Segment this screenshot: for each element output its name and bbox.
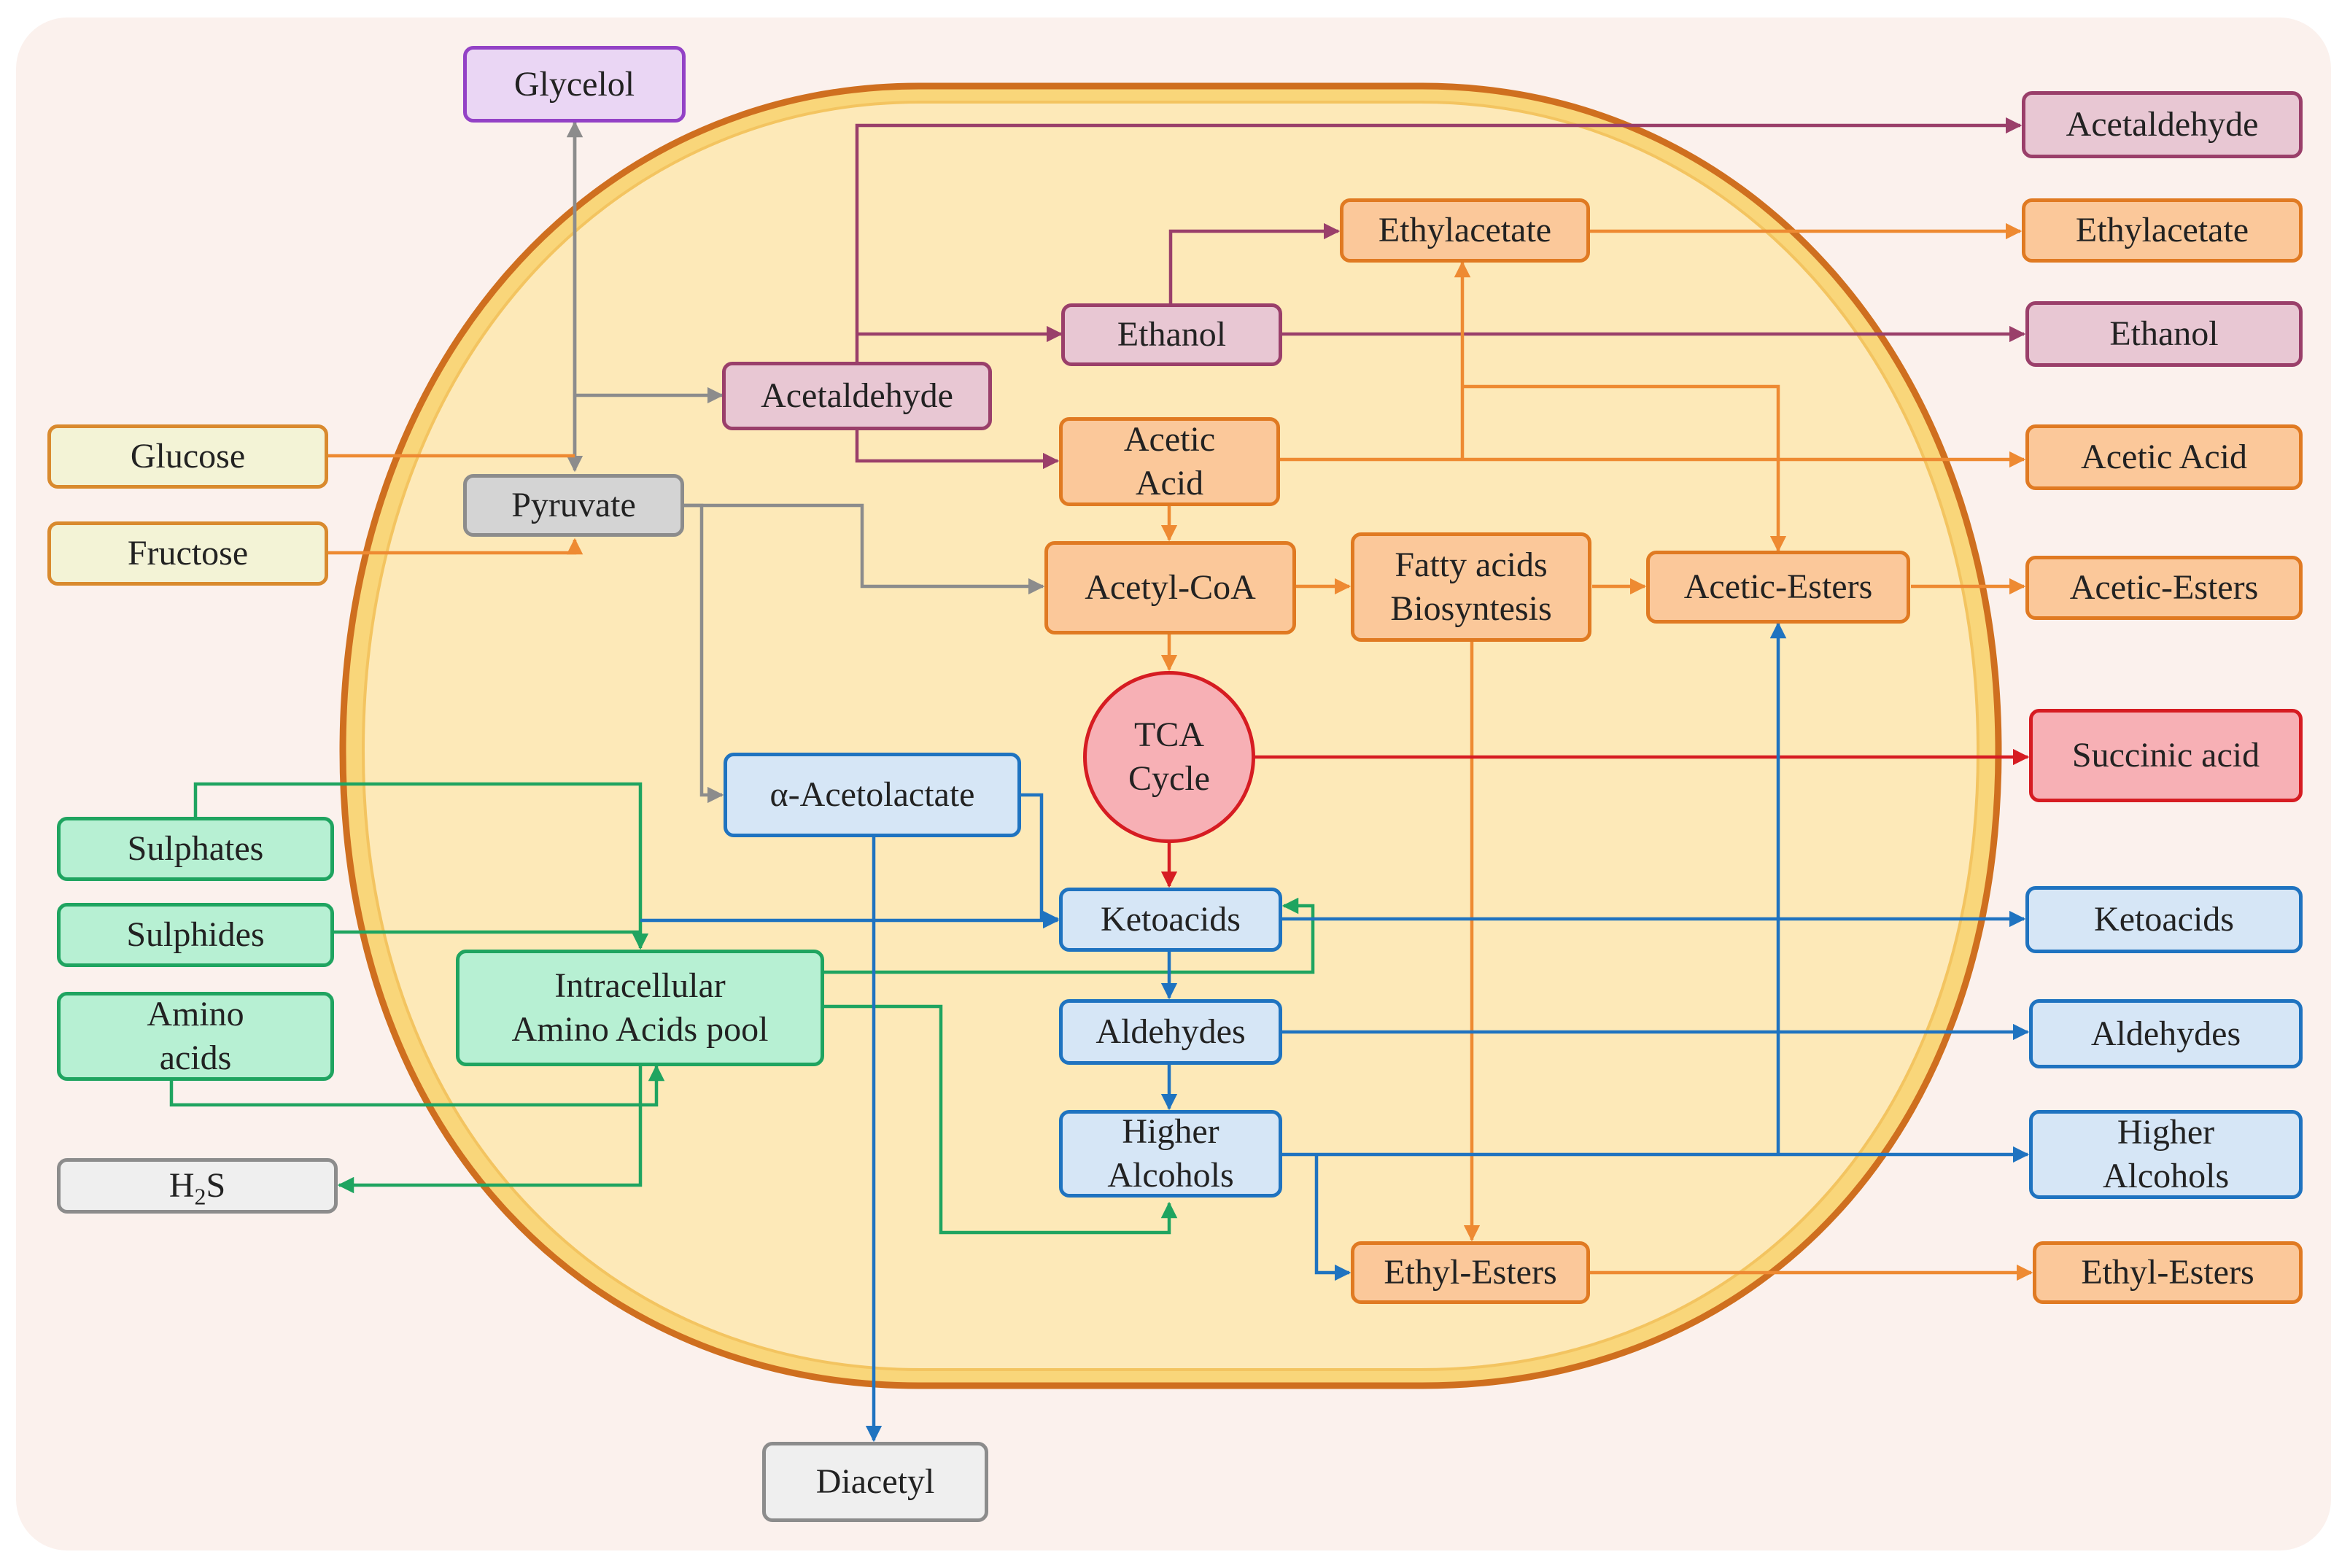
node-ethylacetate-extracellular: Ethylacetate	[2022, 198, 2303, 263]
arrow-pyruvate-to-acetolactate	[684, 503, 724, 804]
node-acetolactate: α-Acetolactate	[724, 753, 1021, 837]
h2s-label: H2S	[168, 1166, 226, 1210]
node-fructose: Fructose	[47, 521, 328, 586]
arrow-pool-to-h2s	[337, 1066, 643, 1194]
node-succinic-acid-extracellular: Succinic acid	[2029, 709, 2303, 802]
node-acetic-acid-intracellular: Acetic Acid	[1059, 417, 1280, 506]
node-amino-acids: Amino acids	[57, 992, 334, 1081]
arrow-acetolactate-to-ketoacids	[1021, 793, 1060, 928]
node-glucose: Glucose	[47, 424, 328, 489]
arrow-pool-to-higher-alcohols	[824, 1004, 1178, 1235]
node-aldehydes-extracellular: Aldehydes	[2029, 999, 2303, 1068]
node-ethanol-intracellular: Ethanol	[1061, 303, 1282, 366]
node-ethylacetate-intracellular: Ethylacetate	[1340, 198, 1590, 263]
arrow-amino-acids-to-pool	[169, 1064, 665, 1107]
node-acetaldehyde-intracellular: Acetaldehyde	[722, 362, 992, 430]
arrow-acetaldehyde-to-acetic-acid	[855, 430, 1060, 470]
node-sulphates: Sulphates	[57, 817, 334, 881]
node-ketoacids-intracellular: Ketoacids	[1059, 888, 1282, 952]
node-ethanol-extracellular: Ethanol	[2025, 301, 2303, 367]
arrow-to-acetic-esters	[1462, 384, 1787, 553]
node-glycelol: Glycelol	[463, 46, 686, 123]
arrow-fructose-to-pyruvate	[327, 537, 583, 555]
node-fatty-acids-biosyntesis: Fatty acids Biosyntesis	[1351, 532, 1591, 642]
arrow-to-acetaldehyde-out	[855, 117, 2023, 362]
node-aldehydes-intracellular: Aldehydes	[1059, 999, 1282, 1065]
node-acetic-esters-extracellular: Acetic-Esters	[2025, 556, 2303, 620]
node-pyruvate: Pyruvate	[463, 474, 684, 537]
arrow-pool-to-ketoacids	[824, 897, 1315, 974]
node-ethyl-esters-intracellular: Ethyl-Esters	[1351, 1241, 1590, 1304]
arrow-pyruvate-to-acetyl-coa	[684, 503, 1045, 595]
arrow-ethanol-to-ethylacetate	[1168, 222, 1341, 303]
node-acetaldehyde-extracellular: Acetaldehyde	[2022, 91, 2303, 158]
arrow-sulphates-to-pool	[193, 782, 649, 950]
node-ethyl-esters-extracellular: Ethyl-Esters	[2033, 1241, 2303, 1304]
node-acetic-acid-extracellular: Acetic Acid	[2025, 424, 2303, 490]
node-diacetyl: Diacetyl	[762, 1442, 988, 1522]
node-ketoacids-extracellular: Ketoacids	[2025, 886, 2303, 953]
node-sulphides: Sulphides	[57, 903, 334, 967]
node-acetic-esters-intracellular: Acetic-Esters	[1646, 551, 1910, 624]
node-amino-acids-pool: Intracellular Amino Acids pool	[456, 950, 824, 1066]
node-tca-cycle: TCA Cycle	[1083, 671, 1255, 843]
node-higher-alcohols-extracellular: Higher Alcohols	[2029, 1110, 2303, 1199]
node-acetyl-coa: Acetyl-CoA	[1044, 541, 1296, 634]
arrow-higher-alcohols-to-ethyl-esters	[1314, 1154, 1352, 1281]
node-higher-alcohols-intracellular: Higher Alcohols	[1059, 1110, 1282, 1198]
node-h2s: H2S	[57, 1158, 338, 1214]
